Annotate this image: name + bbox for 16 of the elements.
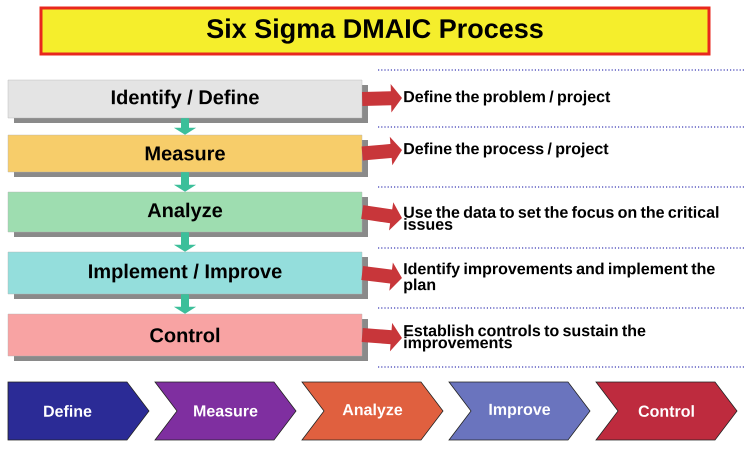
- title-banner: Six Sigma DMAIC Process: [40, 6, 710, 56]
- step-box: Analyze: [8, 192, 368, 237]
- step-box: Measure: [8, 134, 368, 177]
- phase-segment: Improve: [448, 382, 590, 440]
- description-text: Define the process / project: [404, 142, 608, 158]
- step-box: Identify / Define: [8, 80, 368, 123]
- phase-segment: Control: [595, 382, 738, 440]
- phase-segment: Measure: [154, 382, 296, 440]
- description-text: Define the problem / project: [404, 90, 610, 106]
- phase-segment: Define: [8, 382, 150, 440]
- step-box: Control: [8, 314, 368, 361]
- phase-segment: Analyze: [301, 382, 444, 440]
- description-text: Establish controls to sustain the improvements: [404, 324, 646, 352]
- description-text: Identify improvements and implement the plan: [404, 262, 715, 294]
- description-text: Use the data to set the focus on the critical issues: [404, 206, 718, 230]
- step-box: Implement / Improve: [8, 252, 368, 299]
